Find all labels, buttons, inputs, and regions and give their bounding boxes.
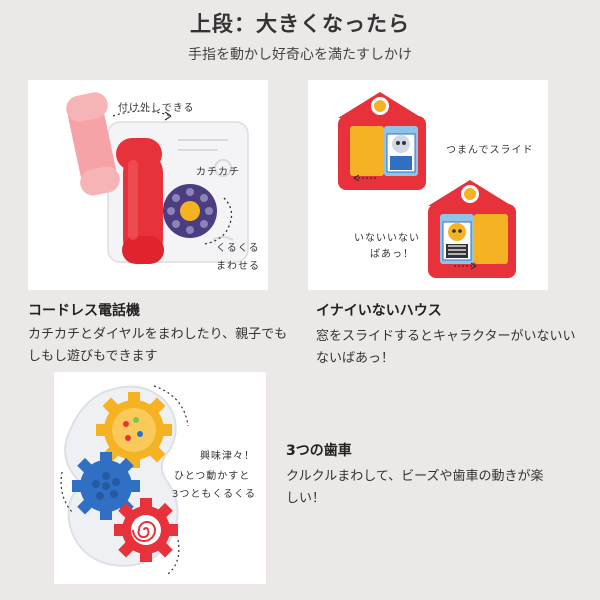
house-description: 窓をスライドするとキャラクターがいないい ないばあっ！ [316, 329, 576, 366]
red-handset [116, 138, 164, 264]
gear-annotation-1: 興味津々！ [200, 451, 255, 462]
annotation-rotate-1: くるくる [216, 243, 260, 254]
house-2 [428, 180, 516, 278]
gear-title: 3つの歯車 [286, 443, 352, 459]
phone-illustration [66, 92, 249, 264]
house-title: イナイいないハウス [316, 303, 442, 319]
gear-annotation-2: ひとつ動かすと [174, 471, 251, 482]
rotate-arrow [203, 197, 233, 245]
phone-title: コードレス電話機 [28, 303, 140, 319]
phone-image-card: 付け外しできる カチカチ くるくる まわせる [28, 80, 268, 290]
phone-description: カチカチとダイヤルをまわしたり、親子でも しもし遊びもできます [28, 327, 288, 364]
section-subtitle: 手指を動かし好奇心を満たすしかけ [188, 47, 412, 63]
detach-arrow [112, 110, 172, 117]
annotation-slide: つまんでスライド [446, 145, 534, 156]
annotation-rotate-2: まわせる [216, 261, 260, 272]
annotation-peek-2: ばあっ！ [370, 249, 414, 260]
annotation-detach: 付け外しできる [118, 103, 195, 114]
house-illustration [338, 92, 516, 278]
house-image-card: つまんでスライド いないいない ばあっ！ [308, 80, 548, 290]
house-2-shutter [474, 214, 508, 264]
red-gear [114, 498, 178, 562]
annotation-peek-1: いないいない [354, 233, 420, 244]
house-1 [338, 92, 426, 190]
gear-description: クルクルまわして、ビーズや歯車の動きが楽 しい！ [286, 469, 544, 506]
detached-handset [66, 92, 120, 196]
gear-illustration [60, 385, 189, 575]
gear-image-card: 興味津々！ ひとつ動かすと 3つともくるくる [54, 372, 266, 584]
section-title: 上段：大きくなったら [190, 12, 410, 36]
blue-gear [72, 452, 140, 520]
house-1-shutter [350, 126, 384, 176]
annotation-click: カチカチ [196, 167, 240, 178]
rotary-dial [163, 184, 217, 238]
gear-annotation-3: 3つともくるくる [172, 489, 256, 500]
